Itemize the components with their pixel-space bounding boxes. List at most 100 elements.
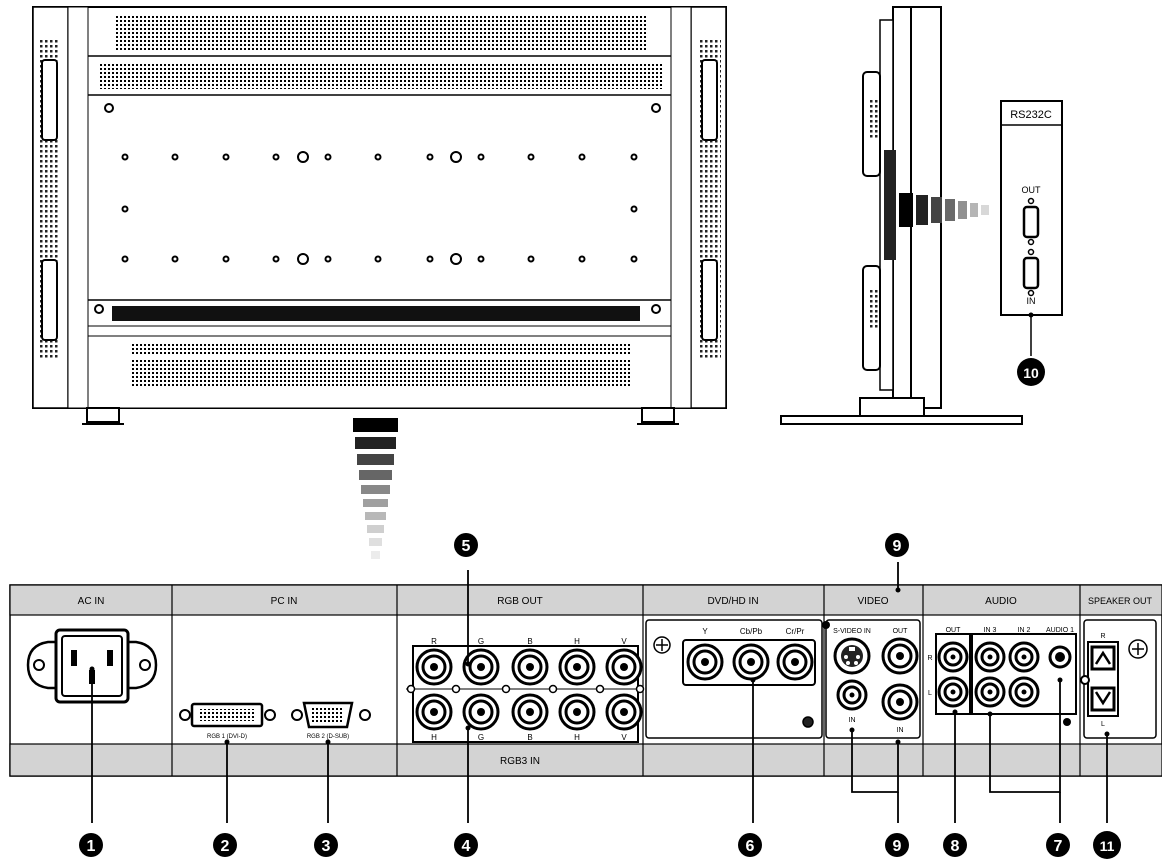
svg-text:5: 5 [462, 538, 471, 555]
callout-9-top: 9 [885, 533, 909, 557]
section-rgb3-in: RGB3 IN [500, 756, 540, 767]
svg-text:11: 11 [1100, 838, 1115, 854]
rs232c-title: RS232C [1010, 109, 1052, 121]
speaker-out-block: R L [1080, 619, 1157, 739]
audio-out-label: OUT [946, 627, 962, 634]
rgb3-in-label-3: H [574, 733, 580, 742]
svideo-in-port[interactable] [833, 637, 871, 675]
rgb-out-b-port[interactable] [511, 648, 549, 686]
callout-6: 6 [738, 833, 762, 857]
callout-4: 4 [454, 833, 478, 857]
dvd-label-y: Y [702, 627, 708, 636]
video-svideo-label: S-VIDEO IN [833, 628, 871, 635]
audio-in3-r-port[interactable] [974, 641, 1006, 673]
section-rgb-out: RGB OUT [497, 596, 543, 607]
section-dvd-hd-in: DVD/HD IN [707, 596, 758, 607]
video-in-label-left: IN [849, 717, 856, 724]
section-ac-in: AC IN [78, 596, 105, 607]
speaker-r-terminal[interactable] [1090, 645, 1116, 671]
svg-text:10: 10 [1023, 365, 1039, 381]
svg-text:6: 6 [746, 838, 755, 855]
audio-in3-label: IN 3 [984, 627, 997, 634]
video-block: S-VIDEO IN OUT IN IN [822, 619, 921, 739]
callout-1: 1 [79, 833, 103, 857]
audio-out-l-port[interactable] [937, 676, 969, 708]
video-in-rca-port[interactable] [836, 679, 868, 711]
callout-8: 8 [943, 833, 967, 857]
rgb1-label: RGB 1 (DVI-D) [207, 734, 247, 740]
svg-text:9: 9 [893, 838, 902, 855]
rs232c-out-port[interactable] [1022, 205, 1040, 239]
rgb2-label: RGB 2 (D-SUB) [307, 734, 349, 740]
section-audio: AUDIO [985, 596, 1017, 607]
video-in-bnc-port[interactable] [881, 683, 919, 721]
audio-audio1-label: AUDIO 1 [1046, 627, 1074, 634]
audio-l-label: L [928, 690, 932, 697]
audio-in2-r-port[interactable] [1008, 641, 1040, 673]
ground-screw-icon [1128, 639, 1148, 659]
callout-3: 3 [314, 833, 338, 857]
rgb3-in-v-port[interactable] [605, 693, 643, 731]
svg-text:4: 4 [462, 838, 471, 855]
rgb-bnc-block: R G B H V H G B H V [406, 637, 645, 743]
dvd-cr-pr-port[interactable] [776, 643, 814, 681]
audio-out-r-port[interactable] [937, 641, 969, 673]
speaker-r-label: R [1100, 633, 1105, 640]
audio-block: OUT IN 3 IN 2 AUDIO 1 R L [927, 627, 1077, 726]
callouts: 1 2 3 4 5 6 7 8 9 9 10 11 [79, 358, 1121, 859]
rgb-out-v-port[interactable] [605, 648, 643, 686]
dvd-label-cb-pb: Cb/Pb [740, 627, 763, 636]
zoom-indicator-down [353, 418, 398, 559]
callout-5: 5 [454, 533, 478, 557]
rgb3-in-h2-port[interactable] [558, 693, 596, 731]
monitor-side-view [780, 6, 1023, 425]
audio-r-label: R [927, 655, 932, 662]
pc-in-ports: RGB 1 (DVI-D) RGB 2 (D-SUB) [179, 701, 371, 740]
dvd-cb-pb-port[interactable] [732, 643, 770, 681]
rgb-out-label-1: G [478, 637, 484, 646]
callout-7: 7 [1046, 833, 1070, 857]
rgb-out-g-port[interactable] [462, 648, 500, 686]
svg-text:3: 3 [322, 838, 331, 855]
video-out-port[interactable] [881, 637, 919, 675]
rgb-out-label-4: V [621, 637, 627, 646]
rgb-out-label-2: B [527, 637, 532, 646]
callout-10: 10 [1017, 358, 1045, 386]
rgb3-in-g-port[interactable] [462, 693, 500, 731]
rgb-out-label-3: H [574, 637, 580, 646]
video-out-label: OUT [893, 628, 909, 635]
dvd-label-cr-pr: Cr/Pr [786, 627, 805, 636]
audio1-minijack-port[interactable] [1048, 645, 1072, 669]
audio-in2-l-port[interactable] [1008, 676, 1040, 708]
rgb-out-h-port[interactable] [558, 648, 596, 686]
dvd-hd-in-block: Y Cb/Pb Cr/Pr [645, 619, 823, 739]
rgb3-in-b-port[interactable] [511, 693, 549, 731]
rs232c-out-label: OUT [1022, 185, 1042, 195]
svg-text:1: 1 [87, 838, 96, 855]
speaker-l-label: L [1101, 721, 1105, 728]
leader-lines [91, 562, 1108, 823]
dvd-y-port[interactable] [686, 643, 724, 681]
callout-11: 11 [1093, 831, 1121, 859]
section-video: VIDEO [857, 596, 888, 607]
callout-2: 2 [213, 833, 237, 857]
speaker-l-terminal[interactable] [1090, 686, 1116, 712]
rgb3-in-label-0: H [431, 733, 437, 742]
audio-in2-label: IN 2 [1018, 627, 1031, 634]
section-pc-in: PC IN [271, 596, 298, 607]
rgb3-in-h-port[interactable] [415, 693, 453, 731]
rs232c-in-port[interactable] [1022, 256, 1040, 290]
svg-text:9: 9 [893, 538, 902, 555]
svg-text:2: 2 [221, 838, 230, 855]
rs232c-in-label: IN [1027, 296, 1036, 306]
rgb-out-label-0: R [431, 637, 437, 646]
rgb-out-r-port[interactable] [415, 648, 453, 686]
svg-text:8: 8 [951, 838, 960, 855]
audio-in3-l-port[interactable] [974, 676, 1006, 708]
rgb3-in-label-4: V [621, 733, 627, 742]
video-in-label-right: IN [897, 727, 904, 734]
callout-9-bottom: 9 [885, 833, 909, 857]
rgb3-in-label-2: B [527, 733, 532, 742]
section-speaker-out: SPEAKER OUT [1088, 596, 1153, 606]
